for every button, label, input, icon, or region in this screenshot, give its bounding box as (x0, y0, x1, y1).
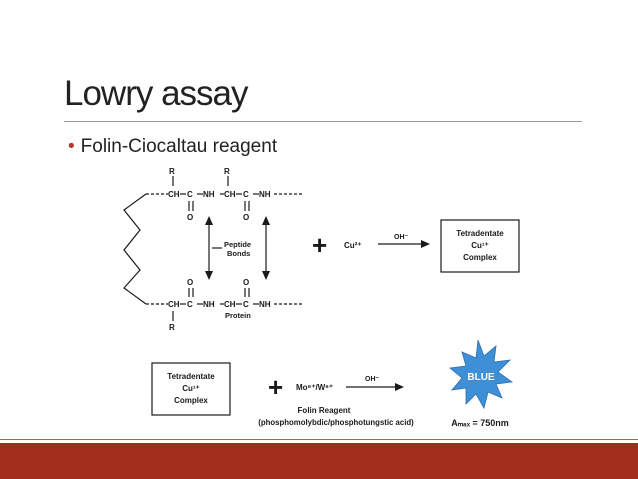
cu2-label: Cu²⁺ (344, 241, 362, 250)
reagent-ions-label: Mo⁶⁺/W⁶⁺ (296, 383, 333, 392)
plus-sign-2: + (268, 372, 283, 402)
folin-reagent-detail: (phosphomolybdic/phosphotungstic acid) (258, 418, 414, 427)
ch-top-2: CH (224, 190, 236, 199)
tetra-left-line2: Cu¹⁺ (182, 384, 200, 393)
bullet-text: Folin-Ciocaltau reagent (80, 136, 278, 157)
plus-sign-1: + (312, 230, 327, 260)
footer-accent-line (0, 439, 638, 440)
ch-top-1: CH (168, 190, 180, 199)
ch-bottom-2: CH (224, 300, 236, 309)
protein-label: Protein (225, 311, 251, 320)
tetradentate-box-right (440, 219, 520, 273)
r-bottom-1: R (169, 323, 175, 332)
protein-backbone-wave (123, 193, 147, 305)
c-top-1: C (187, 190, 193, 199)
tetradentate-box-left (151, 362, 231, 416)
nh-top-2: NH (259, 190, 271, 199)
o-top-2: O (243, 213, 249, 222)
c-top-2: C (243, 190, 249, 199)
nh-bottom-2: NH (259, 300, 271, 309)
c-bottom-1: C (187, 300, 193, 309)
blue-starburst-icon (449, 339, 514, 410)
tetra-right-line3: Complex (463, 253, 497, 262)
oh-label-1: OH⁻ (394, 234, 409, 241)
r-top-1: R (169, 167, 175, 176)
o-bottom-1: O (187, 278, 193, 287)
peptide-label-1: Peptide (224, 240, 251, 249)
title-divider (64, 121, 582, 122)
tetra-right-line1: Tetradentate (456, 229, 504, 238)
bullet-dot: • (68, 136, 75, 157)
oh-label-2: OH⁻ (365, 376, 380, 383)
tetra-right-line2: Cu¹⁺ (471, 241, 489, 250)
peptide-label-2: Bonds (227, 249, 250, 258)
o-top-1: O (187, 213, 193, 222)
folin-reagent-label: Folin Reagent (298, 406, 351, 415)
tetra-left-line3: Complex (174, 396, 208, 405)
nh-top-1: NH (203, 190, 215, 199)
blue-label: BLUE (467, 372, 495, 383)
tetra-left-line1: Tetradentate (167, 372, 215, 381)
bullet-item: •Folin-Ciocaltau reagent (68, 136, 277, 158)
c-bottom-2: C (243, 300, 249, 309)
o-bottom-2: O (243, 278, 249, 287)
ch-bottom-1: CH (168, 300, 180, 309)
footer-bar (0, 443, 638, 479)
nh-bottom-1: NH (203, 300, 215, 309)
r-top-2: R (224, 167, 230, 176)
amax-label: Aₘₐₓ = 750nm (451, 418, 509, 428)
slide-title: Lowry assay (64, 74, 249, 113)
